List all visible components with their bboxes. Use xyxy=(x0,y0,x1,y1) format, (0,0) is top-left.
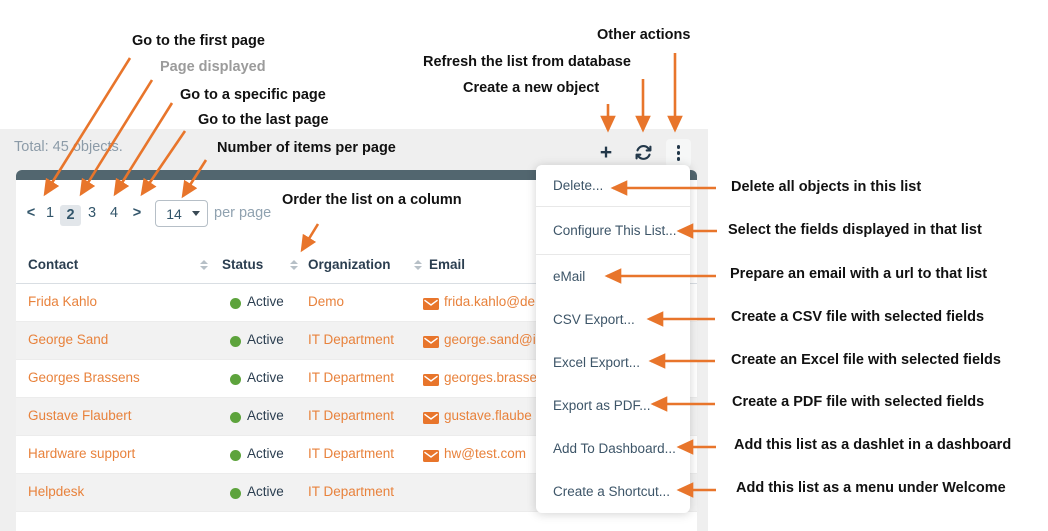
menu-item-configure-list[interactable]: Configure This List... xyxy=(536,207,690,255)
refresh-icon xyxy=(635,144,652,164)
annotation-configure: Select the fields displayed in that list xyxy=(728,222,982,238)
annotation-create-object: Create a new object xyxy=(463,80,600,96)
organization-link[interactable]: IT Department xyxy=(308,446,395,461)
annotation-go-first-page: Go to the first page xyxy=(132,33,265,49)
status-active-icon xyxy=(230,450,241,461)
sort-arrows-icon[interactable] xyxy=(414,260,422,270)
status-label: Active xyxy=(247,446,284,461)
email-link[interactable]: frida.kahlo@de xyxy=(444,294,536,309)
organization-link[interactable]: IT Department xyxy=(308,408,395,423)
menu-item-delete[interactable]: Delete... xyxy=(536,165,690,207)
menu-item-export-pdf[interactable]: Export as PDF... xyxy=(553,398,651,413)
organization-link[interactable]: IT Department xyxy=(308,484,395,499)
sort-arrows-icon[interactable] xyxy=(290,260,298,270)
menu-item-excel-export[interactable]: Excel Export... xyxy=(553,355,641,370)
kebab-icon xyxy=(676,145,681,161)
annotation-other-actions: Other actions xyxy=(597,27,691,43)
page-2-current-button[interactable]: 2 xyxy=(60,205,81,226)
organization-link[interactable]: Demo xyxy=(308,294,345,309)
annotation-email: Prepare an email with a url to that list xyxy=(730,266,988,282)
email-link[interactable]: georges.brasse xyxy=(444,370,538,385)
status-label: Active xyxy=(247,294,284,309)
annotation-go-last-page: Go to the last page xyxy=(198,112,329,128)
column-header-status[interactable]: Status xyxy=(222,257,264,272)
contact-link[interactable]: Frida Kahlo xyxy=(28,294,98,309)
envelope-icon xyxy=(423,449,439,467)
page-size-select[interactable]: 14 xyxy=(155,200,208,227)
annotation-shortcut: Add this list as a menu under Welcome xyxy=(736,480,1006,496)
menu-item-create-shortcut[interactable]: Create a Shortcut... xyxy=(553,483,671,499)
email-link[interactable]: george.sand@i xyxy=(444,332,536,347)
annotation-delete: Delete all objects in this list xyxy=(731,179,922,195)
page-3-button[interactable]: 3 xyxy=(87,205,97,221)
page-1-button[interactable]: 1 xyxy=(45,205,55,221)
status-label: Active xyxy=(247,408,284,423)
status-label: Active xyxy=(247,332,284,347)
status-label: Active xyxy=(247,370,284,385)
organization-link[interactable]: IT Department xyxy=(308,370,395,385)
email-link[interactable]: hw@test.com xyxy=(444,446,526,461)
annotation-csv: Create a CSV file with selected fields xyxy=(731,309,985,325)
chevron-down-icon xyxy=(192,211,200,216)
contact-link[interactable]: Hardware support xyxy=(28,446,136,461)
envelope-icon xyxy=(423,373,439,391)
annotation-items-per-page: Number of items per page xyxy=(217,140,396,156)
status-label: Active xyxy=(247,484,284,499)
status-active-icon xyxy=(230,336,241,347)
refresh-button[interactable] xyxy=(631,141,655,166)
next-page-button[interactable]: > xyxy=(132,205,142,221)
sort-arrows-icon[interactable] xyxy=(200,260,208,270)
annotation-excel: Create an Excel file with selected field… xyxy=(731,352,1001,368)
other-actions-button[interactable] xyxy=(666,139,691,167)
page-size-value: 14 xyxy=(166,205,182,222)
panel-top-bar xyxy=(16,170,697,180)
annotation-go-specific-page: Go to a specific page xyxy=(180,87,326,103)
status-active-icon xyxy=(230,374,241,385)
status-active-icon xyxy=(230,412,241,423)
page-4-button[interactable]: 4 xyxy=(109,205,119,221)
contact-link[interactable]: Gustave Flaubert xyxy=(28,408,132,423)
menu-item-csv-export[interactable]: CSV Export... xyxy=(553,312,635,327)
create-object-button[interactable]: + xyxy=(594,140,618,166)
pagination: < 1 2 3 4 > 14 per page xyxy=(16,200,697,229)
annotation-refresh-list: Refresh the list from database xyxy=(423,54,631,70)
column-header-contact[interactable]: Contact xyxy=(28,257,79,272)
annotation-pdf: Create a PDF file with selected fields xyxy=(732,394,985,410)
menu-item-add-to-dashboard[interactable]: Add To Dashboard... xyxy=(553,440,676,456)
contact-link[interactable]: George Sand xyxy=(28,332,109,347)
table-header: Contact Status Organization Email xyxy=(16,251,697,284)
other-actions-menu: Delete... Configure This List... eMail C… xyxy=(536,165,690,513)
status-active-icon xyxy=(230,488,241,499)
envelope-icon xyxy=(423,297,439,315)
contact-link[interactable]: Georges Brassens xyxy=(28,370,140,385)
column-header-organization[interactable]: Organization xyxy=(308,257,391,272)
prev-page-button[interactable]: < xyxy=(26,205,36,221)
email-link[interactable]: gustave.flaube xyxy=(444,408,532,423)
contact-link[interactable]: Helpdesk xyxy=(28,484,85,499)
plus-icon: + xyxy=(599,141,613,164)
menu-item-email[interactable]: eMail xyxy=(553,269,586,284)
envelope-icon xyxy=(423,335,439,353)
organization-link[interactable]: IT Department xyxy=(308,332,395,347)
annotation-order-column: Order the list on a column xyxy=(282,192,462,208)
annotation-dashboard: Add this list as a dashlet in a dashboar… xyxy=(734,437,1012,453)
per-page-label: per page xyxy=(214,205,272,221)
annotation-page-displayed: Page displayed xyxy=(160,59,266,75)
envelope-icon xyxy=(423,411,439,429)
total-objects-label: Total: 45 objects. xyxy=(14,139,123,155)
status-active-icon xyxy=(230,298,241,309)
column-header-email[interactable]: Email xyxy=(429,257,466,272)
